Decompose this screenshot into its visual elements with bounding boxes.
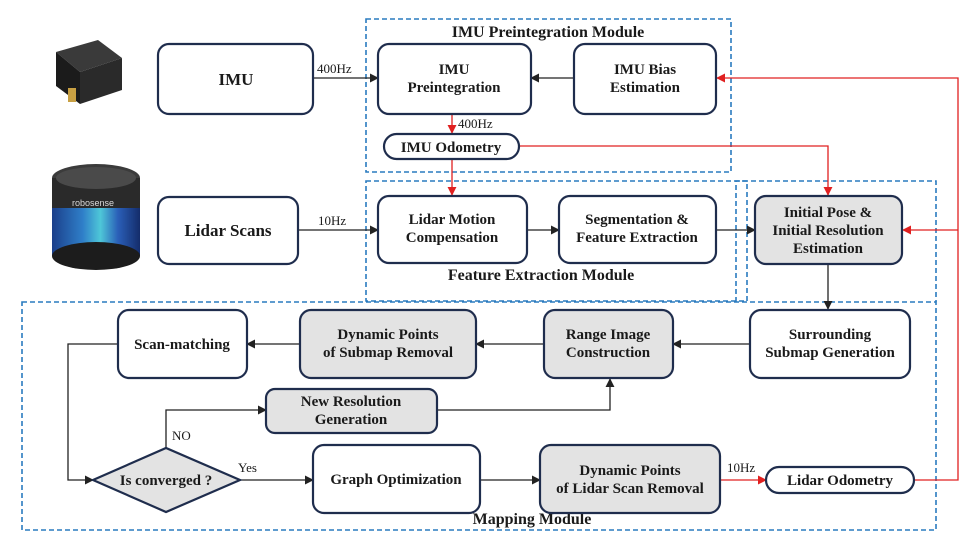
svg-text:IMU: IMU (219, 70, 254, 89)
feature-extraction-module-title: Feature Extraction Module (448, 267, 634, 284)
edge-label-no: NO (172, 428, 191, 443)
node-scan-matching: Scan-matching (116, 308, 249, 380)
mapping-module-frame-top (735, 180, 937, 302)
edge-label-imu-rate: 400Hz (317, 61, 352, 76)
node-lidar-odometry: Lidar Odometry (764, 465, 916, 495)
node-graph-optimization: Graph Optimization (311, 443, 482, 515)
svg-text:Graph Optimization: Graph Optimization (330, 472, 462, 488)
lidar-brand-text: robosense (72, 198, 114, 208)
node-segmentation-feature-extraction: Segmentation &Feature Extraction (557, 194, 718, 265)
imu-device-image (56, 40, 122, 104)
mapping-module-title: Mapping Module (473, 511, 592, 528)
mapping-module (21, 301, 937, 531)
svg-text:Initial Pose &Initial Resoluti: Initial Pose &Initial ResolutionEstimati… (772, 205, 884, 257)
edge-label-odom-rate: 10Hz (727, 460, 755, 475)
lidar-device-image: robosense (52, 164, 140, 270)
node-imu: IMU (156, 42, 315, 116)
edge-label-lidar-rate: 10Hz (318, 213, 346, 228)
svg-text:IMU Odometry: IMU Odometry (401, 140, 502, 156)
node-lidar-scans: Lidar Scans (156, 195, 300, 266)
node-is-converged: Is converged ? (90, 446, 243, 514)
svg-text:Scan-matching: Scan-matching (134, 337, 230, 353)
edge-lidarodom-feedback-bias (716, 73, 959, 481)
imu-preintegration-module (365, 18, 732, 173)
edge-scanmatch-to-converged (67, 343, 118, 485)
edge-converged-to-newres (165, 405, 267, 448)
edge-label-preint-rate: 400Hz (458, 116, 493, 131)
node-imu-odometry: IMU Odometry (382, 132, 521, 161)
edge-odometry-to-initpose (519, 145, 833, 196)
feature-extraction-module (365, 180, 748, 302)
edge-label-yes: Yes (238, 460, 257, 475)
edge-newres-to-range (437, 378, 615, 411)
svg-text:Lidar Odometry: Lidar Odometry (787, 473, 893, 489)
imu-preintegration-module-title: IMU Preintegration Module (452, 24, 645, 41)
svg-text:Is converged ?: Is converged ? (120, 473, 213, 489)
svg-text:Segmentation &Feature Extracti: Segmentation &Feature Extraction (576, 212, 698, 246)
svg-text:Lidar Scans: Lidar Scans (184, 221, 271, 240)
